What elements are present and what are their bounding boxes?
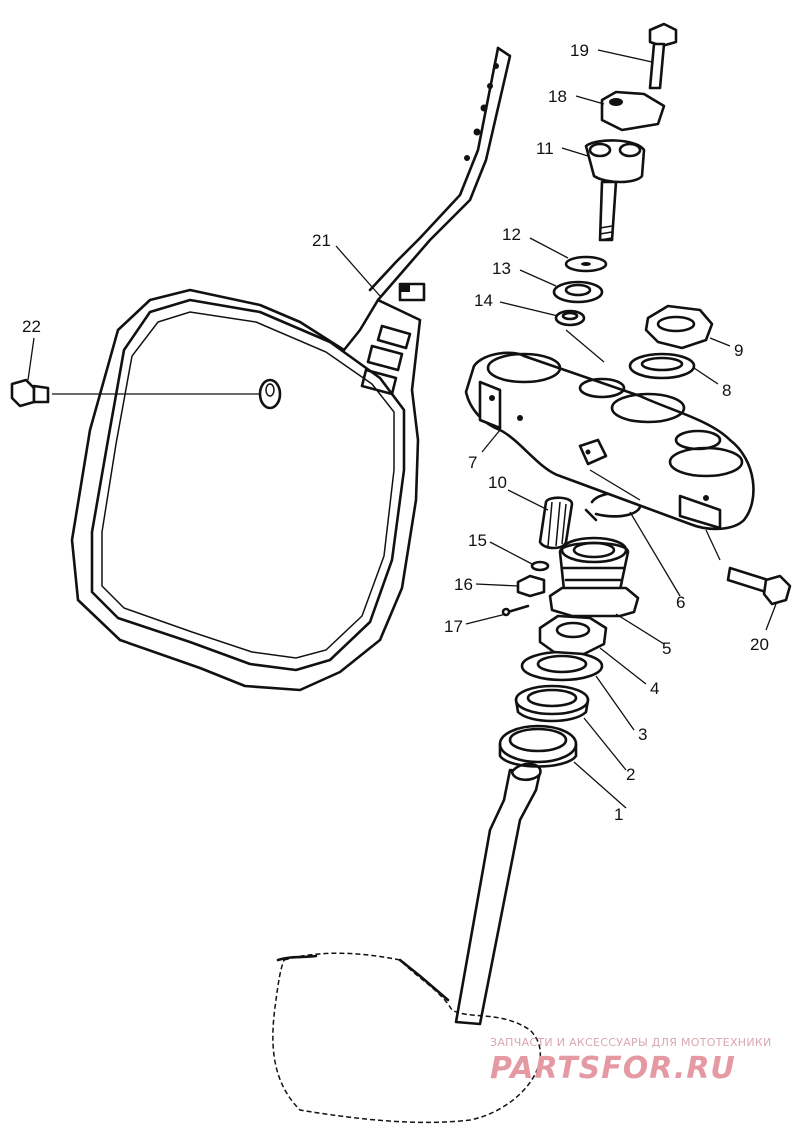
assembly-lines [565, 329, 721, 561]
steering-stem [272, 762, 542, 1124]
label-part-20: 20 [750, 635, 769, 654]
castle-nut-4 [538, 614, 608, 656]
holder-11 [584, 139, 646, 242]
label-part-12: 12 [502, 225, 521, 244]
bolt-19 [648, 22, 678, 90]
bolt-22 [10, 378, 260, 408]
label-part-5: 5 [662, 639, 671, 658]
label-part-2: 2 [626, 765, 635, 784]
washer-12 [564, 255, 608, 273]
part-labels: 1 2 3 4 5 6 7 8 9 10 11 12 13 14 15 16 1… [22, 41, 769, 824]
label-part-4: 4 [650, 679, 659, 698]
seal-2 [514, 684, 590, 723]
washer-8 [628, 352, 696, 380]
bearing-1 [498, 724, 578, 768]
washer-15 [530, 560, 550, 572]
adjust-nut-5 [548, 536, 640, 618]
label-part-6: 6 [676, 593, 685, 612]
washer-3 [520, 650, 604, 682]
label-part-13: 13 [492, 259, 511, 278]
label-part-7: 7 [468, 453, 477, 472]
label-part-11: 11 [536, 139, 554, 158]
number-plate [70, 46, 512, 692]
label-part-9: 9 [734, 341, 743, 360]
leader-lines [27, 49, 777, 809]
clamp-18 [600, 90, 666, 132]
watermark-logo: PARTSFOR.RU [490, 1051, 736, 1086]
label-part-15: 15 [468, 531, 487, 550]
label-part-17: 17 [444, 617, 463, 636]
label-part-1: 1 [614, 805, 623, 824]
label-part-8: 8 [722, 381, 731, 400]
bolt-20 [726, 566, 792, 606]
label-part-18: 18 [548, 87, 567, 106]
pin-17 [501, 604, 530, 617]
nut-16 [516, 574, 546, 598]
watermark-tagline: ЗАПЧАСТИ И АКСЕССУАРЫ ДЛЯ МОТОТЕХНИКИ [490, 1036, 772, 1049]
washer-14 [554, 309, 586, 327]
label-part-16: 16 [454, 575, 473, 594]
collar-10 [538, 496, 574, 550]
nut-9 [644, 304, 714, 350]
label-part-21: 21 [312, 231, 331, 250]
label-part-3: 3 [638, 725, 647, 744]
washer-13 [552, 280, 604, 304]
triple-clamp-7 [464, 351, 755, 531]
label-part-14: 14 [474, 291, 493, 310]
label-part-10: 10 [488, 473, 507, 492]
label-part-22: 22 [22, 317, 41, 336]
label-part-19: 19 [570, 41, 589, 60]
watermark: ЗАПЧАСТИ И АКСЕССУАРЫ ДЛЯ МОТОТЕХНИКИ PA… [490, 1036, 772, 1086]
